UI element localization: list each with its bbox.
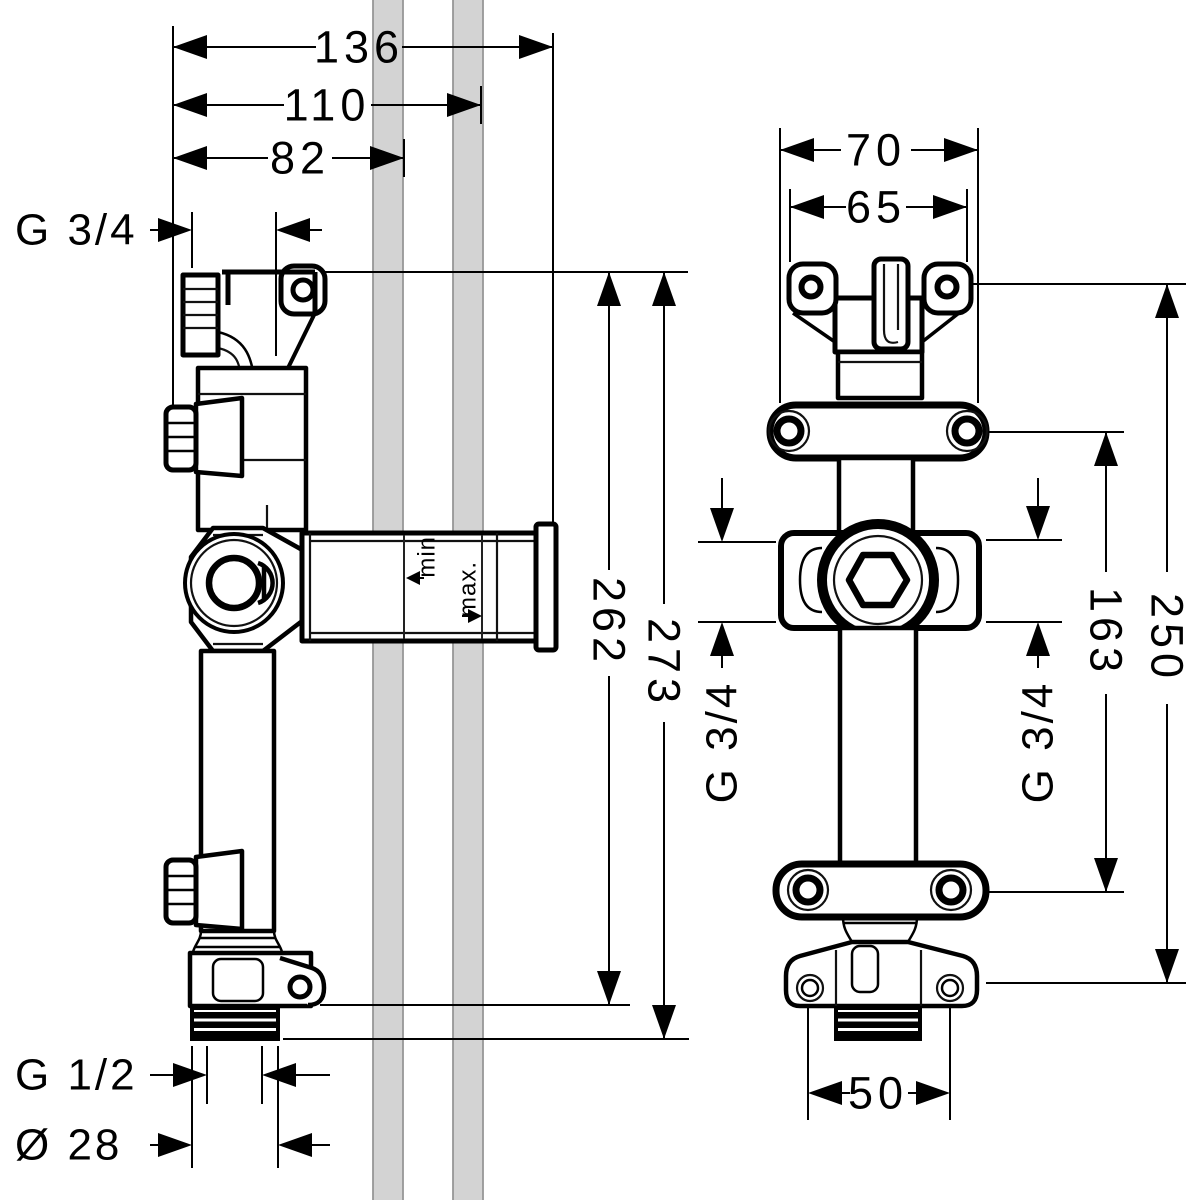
thread-stripe xyxy=(838,1021,918,1028)
base-ear-left-ring xyxy=(795,973,825,1003)
ext-horizontals xyxy=(283,271,689,1040)
wall-min-marker: min. xyxy=(406,528,441,585)
top-inlet-threads xyxy=(183,287,218,330)
dim-side-thread-right-label: G 3/4 xyxy=(1014,681,1063,804)
dim-bracket-height: 262 xyxy=(584,272,635,1005)
dim-top-bracket-width: 65 xyxy=(790,182,967,233)
dim-side-thread-left-label: G 3/4 xyxy=(698,681,747,804)
left-view: 136 110 82 G 3/4 262 xyxy=(15,22,690,1170)
wall-max-label: max. xyxy=(455,561,482,617)
thread-stripe xyxy=(838,1031,918,1038)
top-ear-right-hole xyxy=(934,274,960,300)
middle-hole-right xyxy=(951,415,983,447)
top-bracket-gussets xyxy=(792,311,961,344)
valve-crescent xyxy=(257,560,275,606)
ext-70 xyxy=(779,128,979,403)
middle-hole-right-ring xyxy=(945,409,989,453)
dim-overall-width: 136 xyxy=(173,22,553,73)
dim-wall-min-width-label: 82 xyxy=(270,133,330,184)
dim-bottom-diameter: Ø 28 xyxy=(15,1046,330,1170)
top-gusset xyxy=(286,312,317,369)
dim-side-thread-right: G 3/4 xyxy=(986,478,1063,803)
dim-bracket-width-label: 70 xyxy=(846,125,906,176)
left-fixture: min. max. xyxy=(163,263,559,1041)
dim-hole-spacing-label: 50 xyxy=(848,1068,908,1119)
valve-circle-inner xyxy=(205,554,263,612)
middle-hole-left xyxy=(773,415,805,447)
dim-bracket-spacing-label: 163 xyxy=(1081,587,1132,677)
dim-top-bracket-width-label: 65 xyxy=(846,182,906,233)
base-plate-inner xyxy=(834,950,923,1006)
dim-overall-height-front: 250 xyxy=(1142,284,1193,983)
dim-side-thread-left: G 3/4 xyxy=(698,478,776,804)
top-ear-left-hole xyxy=(798,274,824,300)
base-ear-hole xyxy=(287,974,313,1000)
dim-bracket-width: 70 xyxy=(780,125,978,176)
thread-stripe xyxy=(194,1012,276,1019)
base-neck-front xyxy=(841,916,919,943)
bottom-hole-right-ring xyxy=(929,868,973,912)
bottom-hole-left-ring xyxy=(786,868,830,912)
right-fixture xyxy=(766,256,990,1041)
dim-top-thread-label: G 3/4 xyxy=(15,206,138,255)
thread-stripe xyxy=(194,1021,276,1028)
dim-wall-max-width-label: 110 xyxy=(284,80,371,131)
valve-circle-mid xyxy=(189,538,279,628)
base-ear-right-hole xyxy=(940,978,960,998)
dim-bracket-spacing: 163 xyxy=(1081,432,1132,892)
base-ear-left-hole xyxy=(800,978,820,998)
valve-ring-inner xyxy=(832,534,924,626)
clip-upper-wedge xyxy=(193,395,245,479)
dim-wall-max-width: 110 xyxy=(173,80,481,131)
clip-lower-tab xyxy=(163,857,199,926)
dim-bottom-thread: G 1/2 xyxy=(15,1046,330,1104)
valve-side-ports xyxy=(798,546,960,614)
valve-hex-nut xyxy=(845,551,911,609)
spout-details xyxy=(308,533,536,641)
base-ear-right-ring xyxy=(935,973,965,1003)
thread-stripe xyxy=(838,1012,918,1019)
dim-top-thread: G 3/4 xyxy=(15,206,322,356)
base-plate-detail xyxy=(850,944,880,994)
top-tongue xyxy=(871,256,911,352)
bottom-bracket xyxy=(772,860,990,921)
upper-collar xyxy=(835,349,925,401)
dim-overall-height-front-label: 250 xyxy=(1142,593,1193,683)
top-tongue-inner xyxy=(882,264,900,344)
base-plate xyxy=(783,939,980,1009)
wall-max-marker: max. xyxy=(455,561,482,623)
base-detail xyxy=(211,957,265,1003)
clip-lower-wedge xyxy=(193,848,245,932)
dim-bottom-diameter-label: Ø 28 xyxy=(15,1121,122,1170)
clip-upper-tab xyxy=(163,404,199,473)
ext-65 xyxy=(789,189,968,262)
dim-overall-height-label: 273 xyxy=(639,618,690,708)
dim-wall-min-width: 82 xyxy=(173,133,404,184)
top-ear-hole xyxy=(290,277,316,303)
bottom-hole-right xyxy=(935,874,967,906)
clip-lower-ribs xyxy=(168,874,196,906)
dim-overall-width-label: 136 xyxy=(314,22,404,73)
base-neck xyxy=(191,930,284,953)
clip-upper-ribs xyxy=(168,421,196,453)
ext-horizontals-right xyxy=(958,283,1186,984)
dim-hole-spacing: 50 xyxy=(807,1008,951,1120)
lower-pipe xyxy=(837,625,919,867)
wall-min-label: min. xyxy=(414,528,441,577)
top-bracket-edge xyxy=(222,269,318,313)
spout-end-cap xyxy=(533,521,559,653)
middle-hole-left-ring xyxy=(767,409,811,453)
thread-stripe xyxy=(194,1031,276,1038)
dim-bracket-height-label: 262 xyxy=(584,577,635,667)
dim-overall-height: 273 xyxy=(639,272,690,1039)
dim-bottom-thread-label: G 1/2 xyxy=(15,1051,138,1100)
bottom-hole-left xyxy=(792,874,824,906)
wall-plane-lines xyxy=(403,535,483,639)
right-view: 70 65 163 250 G 3/4 xyxy=(698,125,1193,1120)
